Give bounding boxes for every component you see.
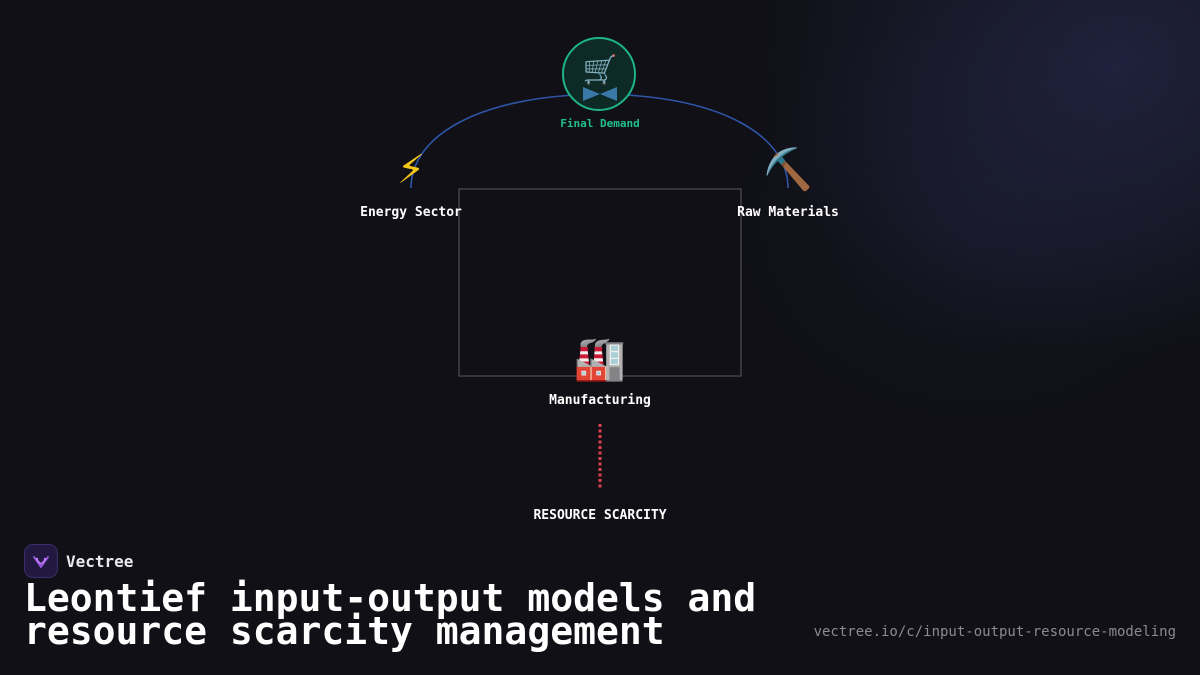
page-url: vectree.io/c/input-output-resource-model…	[813, 624, 1176, 640]
bowtie-arrows-icon	[583, 87, 617, 101]
energy-sector-label: Energy Sector	[360, 205, 462, 220]
manufacturing-label: Manufacturing	[549, 393, 651, 408]
brand-name: Vectree	[66, 551, 134, 571]
page-title: Leontief input-output models and resourc…	[24, 576, 757, 653]
factory-icon: 🏭	[573, 334, 627, 383]
resource-scarcity-label: RESOURCE SCARCITY	[533, 508, 667, 523]
final-demand-label: Final Demand	[560, 117, 640, 130]
pickaxe-icon: ⛏️	[763, 147, 813, 193]
shopping-cart-icon: 🛒	[582, 53, 618, 86]
economy-boundary-box	[458, 188, 742, 377]
link-hub-raw-materials	[599, 93, 789, 189]
flow-diagram	[410, 93, 789, 490]
brand: Vectree	[24, 544, 133, 578]
final-demand-node	[562, 37, 636, 111]
vectree-logo-icon	[24, 544, 58, 578]
raw-materials-label: Raw Materials	[737, 205, 839, 220]
lightning-bolt-icon: ⚡	[396, 147, 426, 193]
link-hub-energy	[410, 93, 601, 189]
